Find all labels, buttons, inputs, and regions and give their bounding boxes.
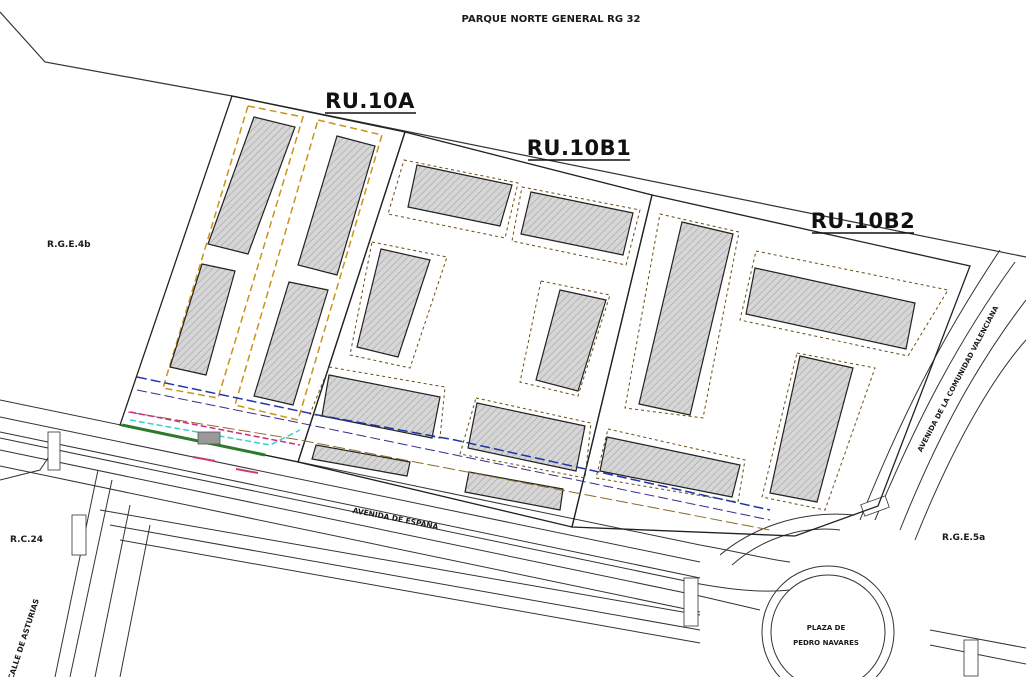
sector-label-ru10a: RU.10A xyxy=(325,89,415,113)
building xyxy=(769,355,854,503)
plot-boundaries xyxy=(119,95,971,537)
building xyxy=(311,444,411,477)
zone-label-rge4b: R.G.E.4b xyxy=(47,240,91,250)
sector-label-ru10b1: RU.10B1 xyxy=(527,136,632,160)
plaza-label-line2: PEDRO NAVARES xyxy=(793,639,859,647)
building xyxy=(599,436,741,498)
building xyxy=(464,471,564,511)
street-label-avenida-comunidad: AVENIDA DE LA COMUNIDAD VALENCIANA xyxy=(916,304,1000,453)
building xyxy=(638,221,734,416)
building xyxy=(321,374,441,439)
building xyxy=(745,267,916,350)
service-lines xyxy=(121,376,771,531)
zone-label-rc24: R.C.24 xyxy=(10,535,43,545)
plan-title: PARQUE NORTE GENERAL RG 32 xyxy=(462,14,641,25)
building xyxy=(297,135,376,276)
building xyxy=(356,248,431,358)
building xyxy=(407,164,513,227)
pedestrian-crossings xyxy=(47,431,979,677)
utility-box xyxy=(197,431,221,445)
street-label-avenida-espana: AVENIDA DE ESPAÑA xyxy=(352,506,439,531)
plaza-label-line1: PLAZA DE xyxy=(807,624,846,632)
building xyxy=(535,289,607,392)
ru10b-envelopes xyxy=(309,159,949,511)
buildings xyxy=(169,116,916,511)
ru10a-envelopes xyxy=(162,105,383,421)
north-boundary-line xyxy=(0,11,1026,258)
roundabout-plaza xyxy=(719,513,895,677)
avenida-espana-road xyxy=(0,399,701,644)
building xyxy=(207,116,296,255)
building xyxy=(520,191,634,256)
zone-label-rge5a: R.G.E.5a xyxy=(942,533,985,543)
building xyxy=(467,402,586,472)
street-label-calle-asturias: CALLE DE ASTURIAS xyxy=(6,598,41,677)
building xyxy=(253,281,329,406)
avenida-comunidad-road xyxy=(859,249,1026,541)
building xyxy=(169,263,236,376)
sector-label-ru10b2: RU.10B2 xyxy=(811,209,916,233)
